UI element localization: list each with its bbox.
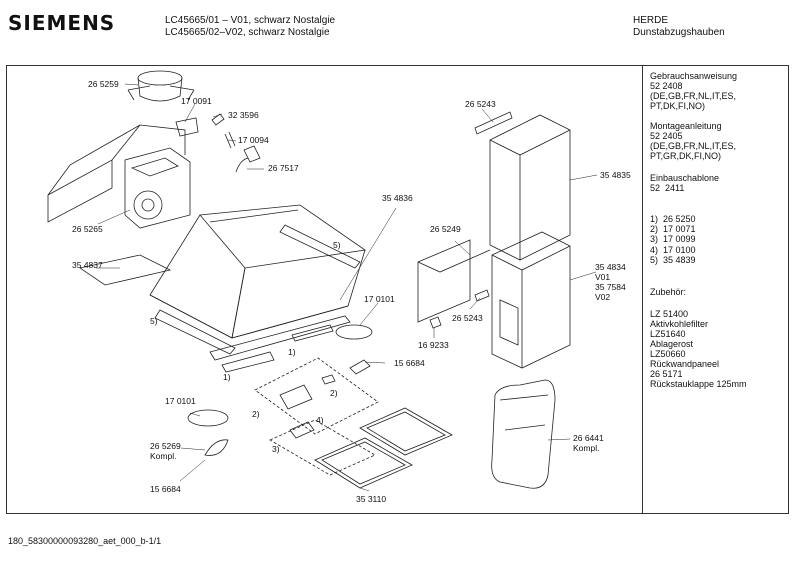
part-label: 35 4834 [595, 262, 626, 272]
sidebar-divider [642, 65, 643, 514]
part-label: 15 6684 [394, 358, 425, 368]
part-label: 35 3110 [356, 494, 387, 504]
part-label: 26 5259 [88, 79, 119, 89]
part-label: 5) [150, 316, 158, 326]
accessory-item: LZ 51400 [650, 309, 689, 319]
part-list-item: 1) 26 5250 [650, 214, 696, 224]
brand-logo: SIEMENS [8, 11, 116, 35]
model-line-1: LC45665/01 – V01, schwarz Nostalgie [165, 15, 336, 26]
diagram-frame [6, 65, 789, 514]
part-label: 2) [330, 388, 338, 398]
manual1-number: 52 2408 [650, 81, 683, 91]
back-panel-drawing [491, 379, 556, 489]
hood-canopy-drawing [149, 204, 367, 339]
part-label: 16 9233 [418, 340, 449, 350]
manual1-languages: (DE,GB,FR,NL,IT,ES, [650, 91, 737, 101]
part-label: 26 5269 [150, 441, 181, 451]
part-label: 17 0091 [181, 96, 212, 106]
chimney-lower-drawing [491, 231, 571, 369]
part-label: 3) [272, 444, 280, 454]
filter-strip-drawing [209, 315, 351, 373]
manual1-title: Gebrauchsanweisung [650, 71, 738, 81]
accessory-item: Rückstauklappe 125mm [650, 379, 747, 389]
fan-housing-drawing [47, 124, 191, 229]
part-list-item: 2) 17 0071 [650, 224, 696, 234]
part-list-item: 3) 17 0099 [650, 234, 696, 244]
manual2-languages: (DE,GB,FR,NL,IT,ES, [650, 141, 737, 151]
part-list-item: 4) 17 0100 [650, 245, 696, 255]
part-label: 17 0101 [165, 396, 196, 406]
manual2-number: 52 2405 [650, 131, 683, 141]
part-label: V01 [595, 272, 611, 282]
accessories-title: Zubehör: [650, 287, 687, 297]
part-label: 32 3596 [228, 110, 259, 120]
manual2-languages: PT,GR,DK,FI,NO) [650, 151, 722, 161]
part-label: 35 7584 [595, 282, 626, 292]
part-label: Kompl. [150, 451, 177, 461]
part-label: 26 5243 [465, 99, 496, 109]
accessory-item: Aktivkohlefilter [650, 319, 709, 329]
template-title: Einbauschablone [650, 173, 720, 183]
part-label: 26 5243 [452, 313, 483, 323]
part-label: 4) [316, 415, 324, 425]
part-label: 15 6684 [150, 484, 181, 494]
part-label: 17 0101 [364, 294, 395, 304]
part-label: 5) [333, 240, 341, 250]
chimney-upper-drawing [474, 111, 571, 261]
clip-drawing [429, 289, 490, 329]
part-label: 1) [288, 347, 296, 357]
lamp-parts-drawing [187, 324, 373, 456]
part-label: 35 4835 [600, 170, 631, 180]
rail-drawing [154, 224, 361, 355]
leader-lines [96, 83, 598, 492]
part-label: 35 4836 [382, 193, 413, 203]
accessory-item: Ablagerost [650, 339, 694, 349]
small-electrical-parts-drawing [175, 113, 261, 173]
accessory-item: 26 5171 [650, 369, 683, 379]
part-label: 26 5249 [430, 224, 461, 234]
part-label: 26 7517 [268, 163, 299, 173]
accessory-item: Rückwandpaneel [650, 359, 720, 369]
carbon-filter-drawing [314, 407, 453, 489]
subcategory: Dunstabzugshauben [633, 27, 725, 38]
manual1-languages: PT,DK,FI,NO) [650, 101, 706, 111]
accessory-item: LZ51640 [650, 329, 686, 339]
part-label: Kompl. [573, 443, 600, 453]
template-number: 52 2411 [650, 183, 685, 193]
document-id: 180_58300000093280_aet_000_b-1/1 [8, 536, 162, 546]
wall-bracket-drawing [417, 239, 491, 323]
part-list-item: 5) 35 4839 [650, 255, 696, 265]
lamp-assembly-outline [254, 357, 379, 476]
part-label: V02 [595, 292, 611, 302]
part-label: 26 6441 [573, 433, 604, 443]
accessory-item: LZ50660 [650, 349, 686, 359]
part-label: 2) [252, 409, 260, 419]
cover-panel-drawing [79, 254, 172, 286]
outlet-flange-drawing [127, 70, 195, 102]
part-label: 35 4837 [72, 260, 103, 270]
part-label: 26 5265 [72, 224, 103, 234]
part-label: 17 0094 [238, 135, 269, 145]
part-label: 1) [223, 372, 231, 382]
model-line-2: LC45665/02–V02, schwarz Nostalgie [165, 27, 330, 38]
category: HERDE [633, 15, 669, 26]
manual2-title: Montageanleitung [650, 121, 722, 131]
